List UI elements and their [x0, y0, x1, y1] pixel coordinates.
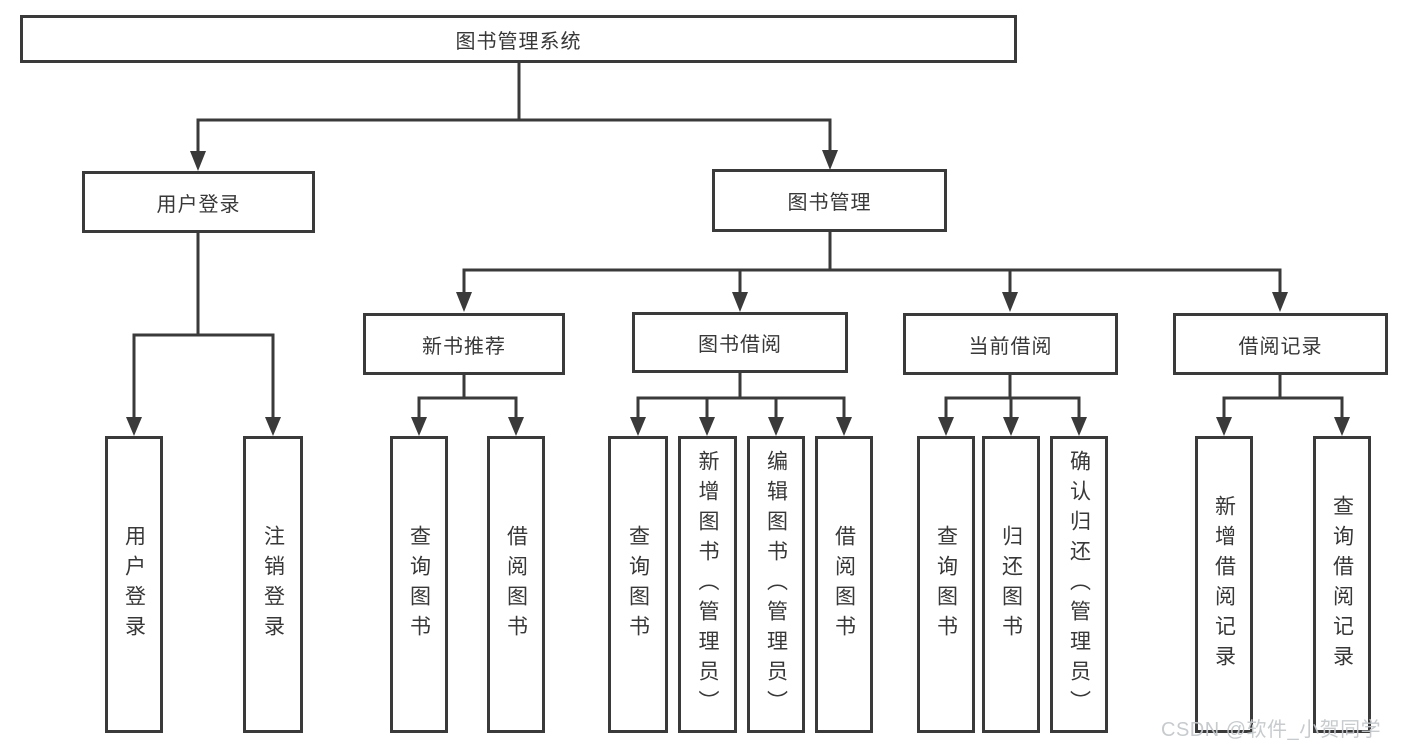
connector-book-management-children: [456, 232, 1288, 312]
leaf-borrow-books-1: 借阅图书: [487, 436, 545, 733]
leaf-add-borrow-record-label: 新增借阅记录: [1212, 494, 1236, 675]
leaf-borrow-books-2-label: 借阅图书: [832, 524, 856, 645]
leaf-borrow-books-2: 借阅图书: [815, 436, 873, 733]
leaf-user-login: 用户登录: [105, 436, 163, 733]
leaf-query-books-2-label: 查询图书: [626, 524, 650, 645]
node-root: 图书管理系统: [20, 15, 1017, 63]
connector-current-borrow-children: [938, 373, 1087, 436]
leaf-edit-books-admin: 编辑图书（管理员）: [747, 436, 805, 733]
leaf-user-login-label: 用户登录: [122, 524, 146, 645]
leaf-logout: 注销登录: [243, 436, 303, 733]
node-borrow-records: 借阅记录: [1173, 313, 1388, 375]
connector-user-login-children: [126, 233, 281, 436]
connector-borrow-record-children: [1216, 373, 1350, 436]
leaf-add-books-admin: 新增图书（管理员）: [678, 436, 737, 733]
leaf-query-books-3: 查询图书: [917, 436, 975, 733]
node-new-book-recommend: 新书推荐: [363, 313, 565, 375]
leaf-query-books-1: 查询图书: [390, 436, 448, 733]
leaf-query-books-1-label: 查询图书: [407, 524, 431, 645]
node-book-management: 图书管理: [712, 169, 947, 232]
connector-book-borrow-children: [630, 373, 852, 436]
leaf-query-books-3-label: 查询图书: [934, 524, 958, 645]
leaf-logout-label: 注销登录: [261, 524, 285, 645]
leaf-query-borrow-record: 查询借阅记录: [1313, 436, 1371, 733]
node-book-borrow: 图书借阅: [632, 312, 848, 373]
leaf-return-books-label: 归还图书: [999, 524, 1023, 645]
leaf-query-books-2: 查询图书: [608, 436, 668, 733]
leaf-confirm-return-admin: 确认归还（管理员）: [1050, 436, 1108, 733]
leaf-confirm-return-admin-label: 确认归还（管理员）: [1067, 449, 1091, 720]
node-current-borrow: 当前借阅: [903, 313, 1118, 375]
watermark: CSDN @软件_小贺同学: [1161, 719, 1382, 741]
leaf-query-borrow-record-label: 查询借阅记录: [1330, 494, 1354, 675]
leaf-edit-books-admin-label: 编辑图书（管理员）: [764, 449, 788, 720]
connector-new-book-children: [411, 375, 524, 436]
leaf-add-borrow-record: 新增借阅记录: [1195, 436, 1253, 733]
leaf-borrow-books-1-label: 借阅图书: [504, 524, 528, 645]
leaf-return-books: 归还图书: [982, 436, 1040, 733]
leaf-add-books-admin-label: 新增图书（管理员）: [696, 449, 719, 720]
node-user-login: 用户登录: [82, 171, 315, 233]
connector-root-to-level1: [190, 63, 838, 171]
